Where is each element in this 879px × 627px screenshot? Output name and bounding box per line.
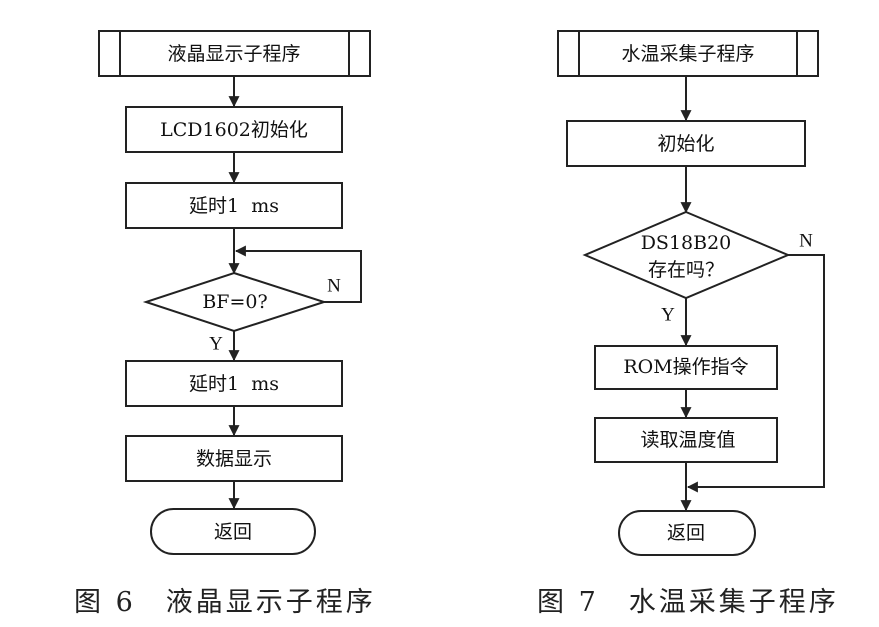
left-flowchart-labels: 液晶显示子程序 LCD1602初始化 延时1 ms BF=0? N Y 延时1 … [160,43,341,543]
right-start-label: 水温采集子程序 [621,43,754,65]
right-no-label: N [799,231,813,252]
figure-number-left: 图 6 [74,587,136,618]
left-no-label: N [327,276,341,297]
left-display-label: 数据显示 [196,448,272,470]
right-end-node [618,510,756,556]
left-delay2-label: 延时1 ms [189,373,279,395]
right-yes-label: Y [661,305,675,326]
left-end-label: 返回 [214,521,252,543]
right-read-label: 读取温度值 [640,429,735,451]
right-rom-label: ROM操作指令 [623,356,748,378]
left-delay1-label: 延时1 ms [189,195,279,217]
left-end-node [150,508,316,555]
figure-title-right: 水温采集子程序 [628,587,839,618]
right-edge-no [686,254,825,493]
right-start-node [557,30,819,77]
right-decision-label-line2: 存在吗？ [648,259,724,281]
left-edge-no-loop [234,245,362,303]
figure-title-left: 液晶显示子程序 [165,587,376,618]
right-flowchart [557,30,825,556]
figure-number-right: 图 7 [537,587,599,618]
left-yes-label: Y [209,334,223,355]
right-flowchart-labels: 水温采集子程序 初始化 DS18B20 存在吗？ N Y ROM操作指令 读取温… [621,43,813,544]
right-decision-node [582,210,791,300]
left-flowchart [98,30,371,555]
right-decision-label-line1: DS18B20 [641,232,732,254]
figure-caption-right: 图 7 水温采集子程序 [537,580,839,619]
left-init-label: LCD1602初始化 [160,119,308,141]
left-decision-label: BF=0? [202,291,267,313]
right-end-label: 返回 [667,522,705,544]
left-start-label: 液晶显示子程序 [167,43,300,65]
right-init-label: 初始化 [657,133,714,155]
figure-caption-left: 图 6 液晶显示子程序 [74,580,376,619]
